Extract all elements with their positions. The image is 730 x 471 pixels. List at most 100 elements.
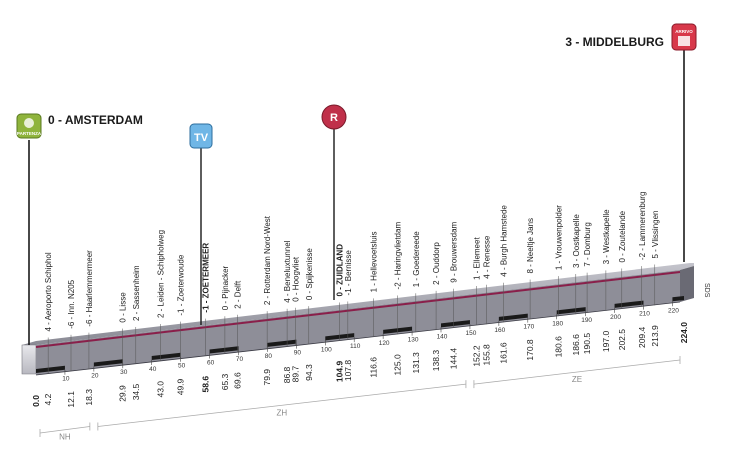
- axis-tick-label: 100: [321, 346, 332, 353]
- axis-tick-label: 70: [236, 356, 244, 363]
- start-name: 0 - AMSTERDAM: [48, 113, 143, 127]
- profile-stripe: [35, 271, 681, 348]
- point-km: 43.0: [155, 381, 165, 398]
- point-km: 190.5: [582, 333, 592, 355]
- point-name: 0 - Hoogvliet: [291, 256, 300, 302]
- province-line: [473, 359, 681, 385]
- axis-tick-label: 90: [294, 350, 302, 357]
- profile-side-face: [680, 266, 694, 302]
- feed-marker: R: [321, 104, 347, 300]
- axis-tick-label: 140: [437, 333, 448, 340]
- point-km: 65.3: [220, 373, 230, 390]
- point-name: 2 - Ouddorp: [432, 242, 441, 285]
- point-km: 186.6: [571, 334, 581, 356]
- point-name: -1 - ZOETERMEER: [202, 243, 211, 313]
- axis-tick-label: 20: [91, 372, 99, 379]
- feed-label: R: [330, 112, 338, 124]
- point-km: 155.8: [482, 344, 492, 366]
- point-name: 2 - Rotterdam Nord-West: [263, 215, 272, 305]
- km-segment: [93, 359, 123, 367]
- point-name: 2 - Sassenheim: [132, 265, 141, 321]
- profile-baseline: [35, 301, 681, 376]
- point-name: 0 - Lisse: [118, 292, 127, 323]
- axis-tick-label: 50: [178, 363, 186, 370]
- point-km: 34.5: [131, 383, 141, 400]
- point-km: 29.9: [117, 385, 127, 402]
- point-km: 89.7: [290, 365, 300, 382]
- point-km: 86.8: [282, 366, 292, 383]
- km-segment: [441, 320, 470, 328]
- axis-tick-label: 190: [581, 317, 592, 324]
- point-km: 131.3: [411, 352, 421, 374]
- finish-badge-label: ARRIVO: [675, 29, 693, 34]
- start-badge-label: PARTENZA: [17, 131, 42, 136]
- point-km: 94.3: [304, 364, 314, 381]
- point-name: 1 - Goedereede: [412, 231, 421, 288]
- axis-tick-label: 160: [494, 327, 505, 334]
- finish-badge-inner: [678, 36, 690, 46]
- point-km: 4.2: [43, 393, 53, 405]
- axis-tick-label: 10: [62, 376, 70, 383]
- point-name: -6 - Inn. N205: [67, 279, 76, 328]
- point-km: 180.6: [553, 336, 563, 358]
- point-km: 12.1: [66, 391, 76, 408]
- km-segment: [209, 346, 239, 354]
- tv-label: TV: [194, 132, 209, 144]
- axis-tick-label: 170: [523, 324, 534, 331]
- axis-tick-label: 200: [610, 314, 621, 321]
- province-label: NH: [59, 433, 71, 442]
- point-name: 2 - Delft: [233, 280, 242, 309]
- point-km: 0.0: [31, 395, 41, 407]
- point-km: 170.8: [525, 339, 535, 361]
- sds-label: SDS: [703, 283, 710, 298]
- axis-tick-label: 40: [149, 366, 157, 373]
- point-name: 1 - Vrouwenpolder: [554, 205, 563, 270]
- point-name: 0 - Spijkenisse: [305, 248, 314, 301]
- finish-marker: ARRIVO 3 - MIDDELBURG: [565, 23, 697, 262]
- point-name: 4 - Renesse: [483, 235, 492, 279]
- profile-body: [36, 270, 680, 375]
- point-name: 0 - Zoutelande: [618, 210, 627, 262]
- axis-tick-label: 120: [379, 340, 390, 347]
- point-name: 1 - Ellemeet: [472, 237, 481, 280]
- point-km: 116.6: [368, 357, 378, 378]
- point-name: 0 - Pijnacker: [221, 265, 230, 310]
- km-segment: [498, 313, 528, 321]
- point-km: 224.0: [679, 322, 689, 344]
- axis-tick-label: 150: [465, 330, 476, 337]
- feed-icon: [321, 104, 347, 130]
- point-name: 1 - Hellevoetsluis: [369, 231, 378, 292]
- km-segment: [36, 365, 65, 373]
- axis-tick-label: 180: [552, 320, 563, 327]
- point-name: 4 - Beneluxtunnel: [283, 240, 292, 302]
- province-label: ZE: [572, 375, 582, 384]
- finish-name: 3 - MIDDELBURG: [565, 35, 664, 49]
- route-points: 0.0 4 - Aeroporto Schiphol 4.2 -6 - Inn. N2…: [31, 192, 689, 408]
- km-segment: [672, 296, 684, 302]
- point-km: 49.9: [175, 378, 185, 395]
- point-km: 213.9: [650, 325, 660, 347]
- point-name: 2 - Leiden - Schipholweg: [156, 230, 165, 318]
- point-km: 202.5: [617, 329, 627, 351]
- point-name: 9 - Brouwersdam: [450, 221, 459, 282]
- point-name: 3 - Oostkapelle: [572, 214, 581, 268]
- point-km: 69.6: [232, 372, 242, 389]
- profile-front-face: [21, 344, 37, 375]
- profile-top-surface: [22, 263, 694, 345]
- km-segment: [556, 307, 586, 315]
- point-km: 197.0: [601, 331, 611, 353]
- start-marker: PARTENZA 0 - AMSTERDAM: [16, 113, 143, 345]
- point-name: 4 - Aeroporto Schiphol: [44, 252, 53, 331]
- point-name: -6 - Haarlemmermeer: [85, 250, 94, 327]
- point-name: -1 - Zoeterwoude: [176, 254, 185, 315]
- point-km: 18.3: [84, 389, 94, 406]
- point-km: 107.8: [343, 360, 353, 382]
- point-name: 5 - Vlissingen: [651, 210, 660, 258]
- point-name: -2 - Lammerenburg: [638, 192, 647, 260]
- point-km: 209.4: [637, 326, 647, 348]
- point-km: 125.0: [393, 354, 403, 376]
- km-segment: [267, 339, 297, 347]
